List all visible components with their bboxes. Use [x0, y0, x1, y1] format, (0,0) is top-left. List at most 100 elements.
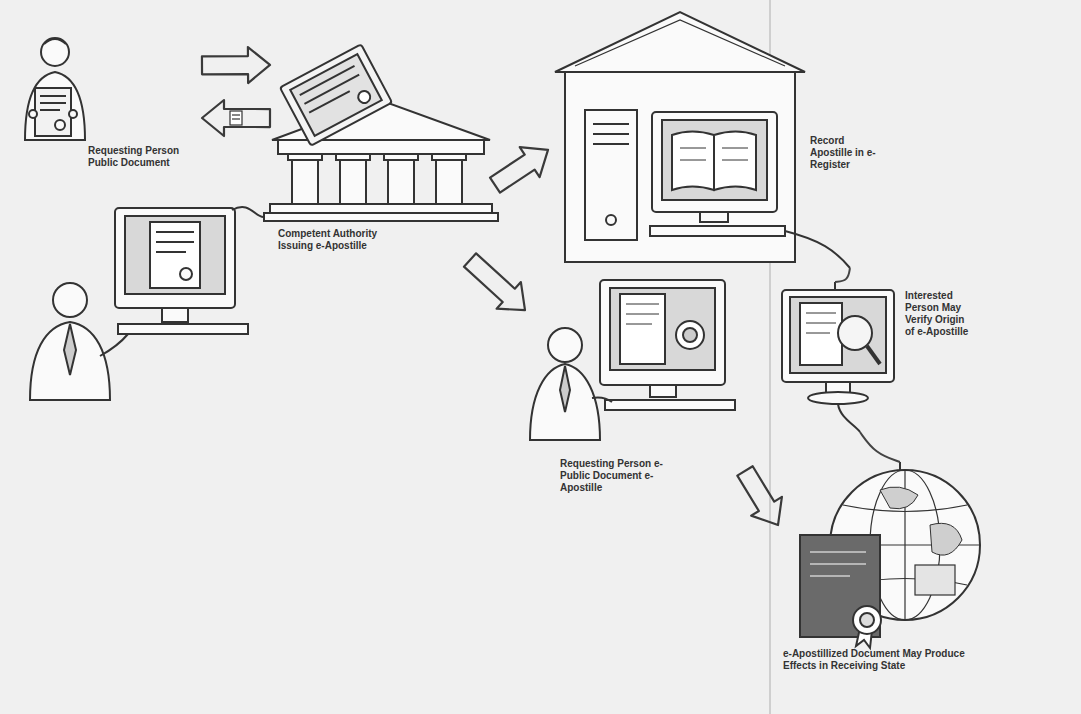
receiving-state-globe: [800, 462, 980, 648]
document-icon: [230, 111, 242, 125]
person-at-computer: [156, 231, 194, 233]
receiving-state-globe: [915, 565, 955, 595]
block-arrow: [202, 47, 270, 83]
person-with-document: [55, 120, 65, 130]
authority-building: [300, 66, 355, 95]
illustrated-step: Interested Person May Verify Origin of e…: [765, 282, 1000, 432]
register-building: [680, 160, 706, 161]
register-building: [722, 148, 748, 149]
register-building: [585, 110, 637, 240]
authority-building: [290, 54, 382, 136]
register-building: [575, 20, 785, 66]
receiving-state-globe: [880, 487, 918, 509]
person-with-e-document: [620, 294, 665, 364]
block-arrow: [464, 253, 525, 310]
document-icon: [230, 111, 242, 125]
document-icon: [232, 114, 240, 115]
person-at-computer: [30, 207, 264, 400]
register-building: [606, 215, 616, 225]
authority-building: [309, 91, 350, 113]
register-building: [565, 72, 795, 262]
block-arrow: [490, 147, 548, 192]
verifying-monitor: [867, 346, 880, 364]
authority-building: [304, 75, 359, 104]
step-caption: Interested Person May Verify Origin of e…: [905, 290, 975, 338]
authority-building: [280, 44, 392, 145]
verifying-monitor: [806, 333, 830, 334]
step-caption: Competent Authority Issuing e-Apostille: [278, 228, 398, 252]
register-building: [555, 12, 850, 268]
person-with-e-document: [683, 328, 697, 342]
register-building: [722, 160, 748, 161]
person-with-document: [69, 110, 77, 118]
register-building: [555, 12, 805, 72]
authority-building: [270, 204, 492, 213]
person-with-e-document: [530, 364, 600, 440]
person-at-computer: [53, 283, 87, 317]
register-building: [680, 148, 706, 149]
person-with-e-document: [600, 280, 725, 385]
register-building: [714, 132, 756, 191]
register-building: [672, 132, 714, 191]
verifying-monitor: [782, 282, 894, 432]
person-with-e-document: [530, 280, 735, 440]
person-at-computer: [115, 208, 235, 308]
register-building: [593, 133, 629, 135]
receiving-state-globe: [853, 606, 881, 634]
person-with-document: [25, 38, 85, 140]
register-building: [652, 112, 777, 212]
person-at-computer: [156, 251, 186, 253]
person-with-document: [40, 102, 66, 104]
person-at-computer: [156, 241, 194, 243]
person-with-document: [35, 88, 71, 136]
verifying-monitor: [838, 404, 860, 432]
person-with-e-document: [626, 324, 652, 325]
person-at-computer: [30, 322, 110, 400]
authority-building: [388, 154, 414, 204]
person-with-document: [40, 109, 60, 111]
person-with-e-document: [626, 314, 659, 315]
authority-building: [264, 213, 498, 221]
person-at-computer: [118, 324, 248, 334]
person-at-computer: [100, 334, 128, 356]
verifying-monitor: [838, 316, 872, 350]
person-with-document: [44, 39, 66, 44]
authority-building: [336, 154, 370, 160]
person-with-document: [41, 38, 69, 66]
verifying-monitor: [806, 313, 836, 314]
authority-building: [280, 44, 392, 145]
receiving-state-globe: [800, 535, 880, 637]
cable-line: [835, 268, 850, 282]
authority-building: [384, 154, 418, 160]
person-with-e-document: [650, 385, 676, 397]
person-with-document: [25, 72, 85, 140]
verifying-monitor: [800, 303, 842, 365]
register-building: [593, 123, 629, 125]
person-with-e-document: [610, 288, 715, 370]
receiving-state-globe: [810, 575, 850, 577]
register-building: [662, 120, 767, 200]
verifying-monitor: [790, 297, 886, 373]
verifying-monitor: [808, 392, 868, 404]
illustrated-step: Record Apostille in e-Register: [548, 5, 885, 268]
verifying-monitor: [782, 290, 894, 382]
person-with-e-document: [626, 304, 659, 305]
register-building: [700, 212, 728, 222]
register-building: [785, 231, 850, 268]
cable-line: [860, 432, 900, 462]
person-with-e-document: [560, 366, 570, 412]
step-caption: Record Apostille in e-Register: [810, 135, 880, 171]
receiving-state-globe: [930, 523, 962, 555]
block-arrow: [202, 100, 270, 136]
person-with-document: [40, 95, 66, 97]
authority-building: [356, 89, 372, 105]
verifying-monitor: [834, 282, 836, 290]
person-with-e-document: [605, 400, 735, 410]
person-with-e-document: [676, 321, 704, 349]
verifying-monitor: [806, 323, 836, 324]
authority-building: [432, 154, 466, 160]
